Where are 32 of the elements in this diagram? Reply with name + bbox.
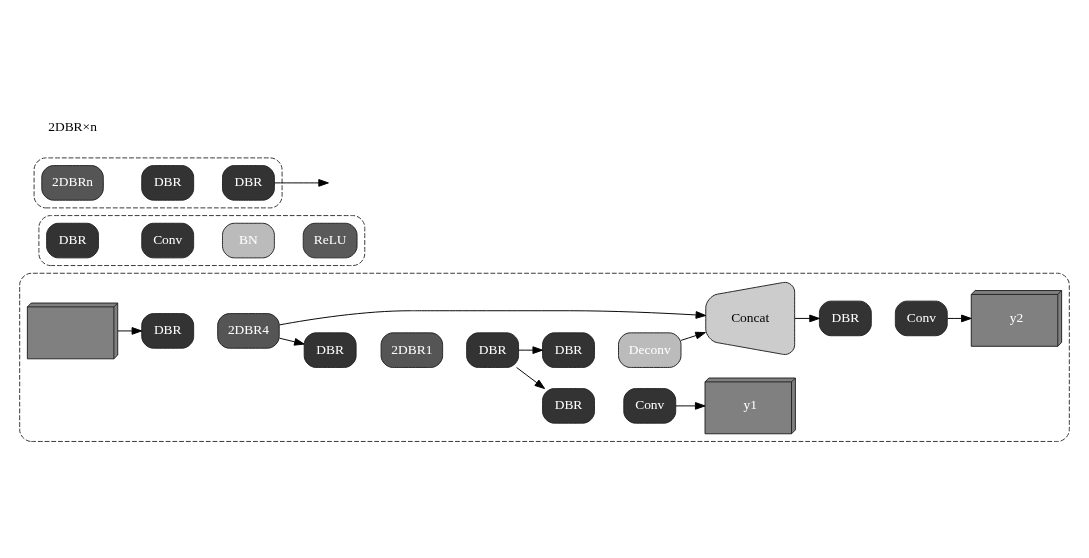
- node-box: Deconv: [618, 331, 682, 368]
- node-box: BN: [222, 222, 275, 258]
- label: 2DBR×n: [48, 118, 97, 134]
- cluster: [33, 156, 283, 208]
- node-box: DBR: [818, 300, 872, 336]
- node-box: DBR: [542, 387, 595, 424]
- arrow: [518, 345, 543, 354]
- arrow: [675, 401, 706, 410]
- arrow: [278, 309, 707, 325]
- node-box: DBR: [46, 222, 99, 258]
- node-box: 2DBR1: [380, 331, 444, 368]
- node-box: DBR: [222, 164, 275, 201]
- node-box: DBR: [141, 164, 195, 201]
- arrow: [117, 326, 143, 335]
- arrow: [274, 178, 329, 187]
- node-box: DBR: [303, 331, 357, 368]
- node-box: ReLU: [302, 222, 358, 258]
- node-box: DBR: [466, 331, 520, 368]
- arrow: [680, 331, 706, 341]
- arrow: [516, 366, 546, 389]
- node-box: 2DBRn: [41, 164, 104, 201]
- node-box: Conv: [623, 387, 677, 424]
- arrow: [947, 314, 972, 322]
- node-box: DBR: [542, 331, 595, 368]
- node-box: Conv: [894, 300, 948, 336]
- cluster: [19, 272, 1070, 442]
- node-box: DBR: [141, 312, 195, 349]
- node-box: 2DBR4: [217, 312, 280, 349]
- node-box: Conv: [141, 222, 195, 258]
- cluster: [38, 214, 366, 266]
- arrow: [279, 337, 305, 346]
- arrow: [794, 314, 820, 322]
